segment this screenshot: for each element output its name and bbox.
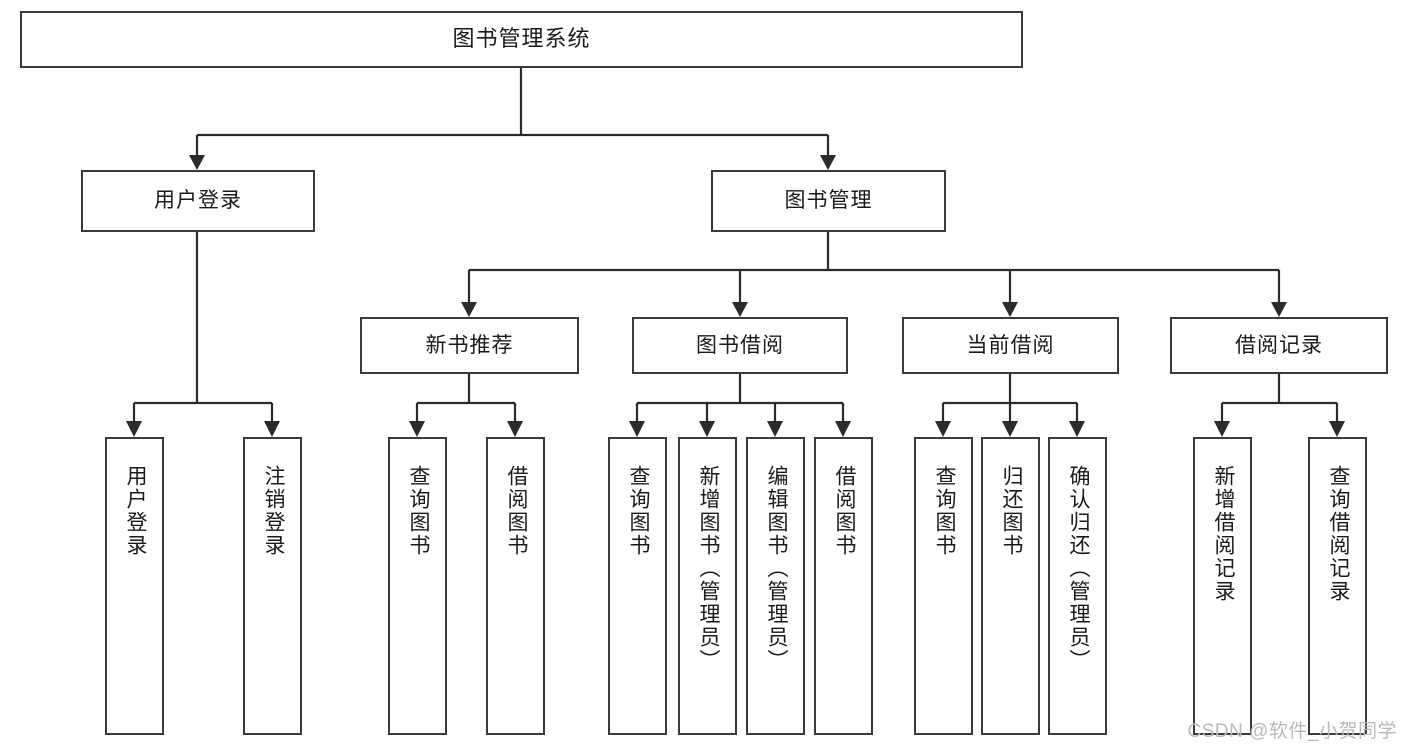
node-label: 查询图书 <box>406 465 430 557</box>
arrow-leaf-borrow-add <box>699 421 715 437</box>
node-leaf-newbook-query-book[interactable]: 查询图书 <box>388 437 447 735</box>
watermark-text: CSDN @软件_小贺同学 <box>1187 721 1397 742</box>
node-book-management[interactable]: 图书管理 <box>711 170 946 232</box>
node-label: 注销登录 <box>261 465 285 557</box>
node-label: 借阅图书 <box>504 465 528 557</box>
node-leaf-borrow-add-book-admin[interactable]: 新增图书（管理员） <box>678 437 737 735</box>
node-label: 新书推荐 <box>425 333 514 357</box>
node-leaf-borrow-lend-book[interactable]: 借阅图书 <box>814 437 873 735</box>
node-label: 归还图书 <box>999 465 1023 557</box>
node-leaf-user-login[interactable]: 用户登录 <box>105 437 164 735</box>
node-new-book-recommend[interactable]: 新书推荐 <box>360 317 579 374</box>
node-borrow-record[interactable]: 借阅记录 <box>1170 317 1388 374</box>
node-label: 当前借阅 <box>966 333 1055 357</box>
node-leaf-logout[interactable]: 注销登录 <box>243 437 302 735</box>
node-leaf-current-return-book[interactable]: 归还图书 <box>981 437 1040 735</box>
arrow-to-newbook <box>461 302 477 317</box>
node-user-login[interactable]: 用户登录 <box>81 170 315 232</box>
node-leaf-borrow-edit-book-admin[interactable]: 编辑图书（管理员） <box>746 437 805 735</box>
node-label: 图书管理 <box>784 189 873 213</box>
node-leaf-current-confirm-return-admin[interactable]: 确认归还（管理员） <box>1048 437 1107 735</box>
node-label: 图书借阅 <box>696 333 784 357</box>
node-label: 图书管理系统 <box>452 26 591 52</box>
arrow-leaf-user-login <box>126 421 142 437</box>
node-label: 查询借阅记录 <box>1326 465 1350 603</box>
arrow-leaf-current-confirm <box>1069 421 1085 437</box>
node-leaf-newbook-borrow-book[interactable]: 借阅图书 <box>486 437 545 735</box>
arrow-leaf-record-query <box>1329 421 1345 437</box>
node-leaf-current-query-book[interactable]: 查询图书 <box>914 437 973 735</box>
node-label: 编辑图书（管理员） <box>764 465 788 672</box>
arrow-to-record <box>1271 302 1287 317</box>
node-book-borrow[interactable]: 图书借阅 <box>632 317 848 374</box>
arrow-leaf-record-add <box>1214 421 1230 437</box>
arrow-leaf-logout <box>264 421 280 437</box>
arrow-to-current <box>1002 302 1018 317</box>
arrow-leaf-current-query <box>935 421 951 437</box>
node-leaf-borrow-query-book[interactable]: 查询图书 <box>608 437 667 735</box>
arrow-leaf-borrow-lend <box>835 421 851 437</box>
node-current-borrow[interactable]: 当前借阅 <box>902 317 1119 374</box>
node-label: 新增借阅记录 <box>1211 465 1235 603</box>
arrow-leaf-borrow-edit <box>767 421 783 437</box>
arrow-to-borrow <box>732 302 748 317</box>
node-label: 新增图书（管理员） <box>696 465 720 672</box>
arrow-leaf-borrow-query <box>629 421 645 437</box>
node-label: 查询图书 <box>932 465 956 557</box>
arrow-to-user-login <box>189 155 205 170</box>
node-label: 查询图书 <box>626 465 650 557</box>
node-label: 确认归还（管理员） <box>1066 465 1090 672</box>
arrow-leaf-newbook-borrow <box>507 421 523 437</box>
arrow-to-book-manage <box>820 155 836 170</box>
node-leaf-record-query[interactable]: 查询借阅记录 <box>1308 437 1367 735</box>
node-label: 借阅图书 <box>832 465 856 557</box>
arrow-leaf-current-return <box>1002 421 1018 437</box>
node-leaf-record-add[interactable]: 新增借阅记录 <box>1193 437 1252 735</box>
node-root-book-management-system[interactable]: 图书管理系统 <box>20 11 1023 68</box>
node-label: 借阅记录 <box>1235 333 1323 357</box>
node-label: 用户登录 <box>123 465 147 557</box>
node-label: 用户登录 <box>154 189 242 213</box>
arrow-leaf-newbook-query <box>409 421 425 437</box>
